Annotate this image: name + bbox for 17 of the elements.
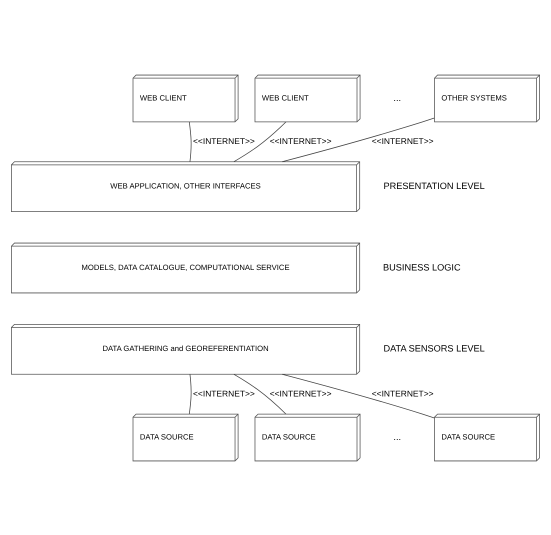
edge-label: <<INTERNET>> xyxy=(372,388,434,398)
connector xyxy=(282,117,435,162)
label: DATA SENSORS LEVEL xyxy=(383,343,485,354)
edge-label: <<INTERNET>> xyxy=(372,135,434,146)
label: PRESENTATION LEVEL xyxy=(383,180,485,191)
label: BUSINESS LOGIC xyxy=(383,262,461,272)
edge-label: <<INTERNET>> xyxy=(270,388,332,398)
connector xyxy=(234,121,286,162)
connector xyxy=(188,373,192,414)
connector xyxy=(188,120,192,162)
edge-label: <<INTERNET>> xyxy=(193,135,255,146)
edge-label: <<INTERNET>> xyxy=(193,388,255,398)
edge-label: <<INTERNET>> xyxy=(270,135,332,146)
label: ... xyxy=(393,431,402,442)
connector xyxy=(282,373,435,418)
label: ... xyxy=(393,92,402,102)
connector xyxy=(234,373,286,414)
